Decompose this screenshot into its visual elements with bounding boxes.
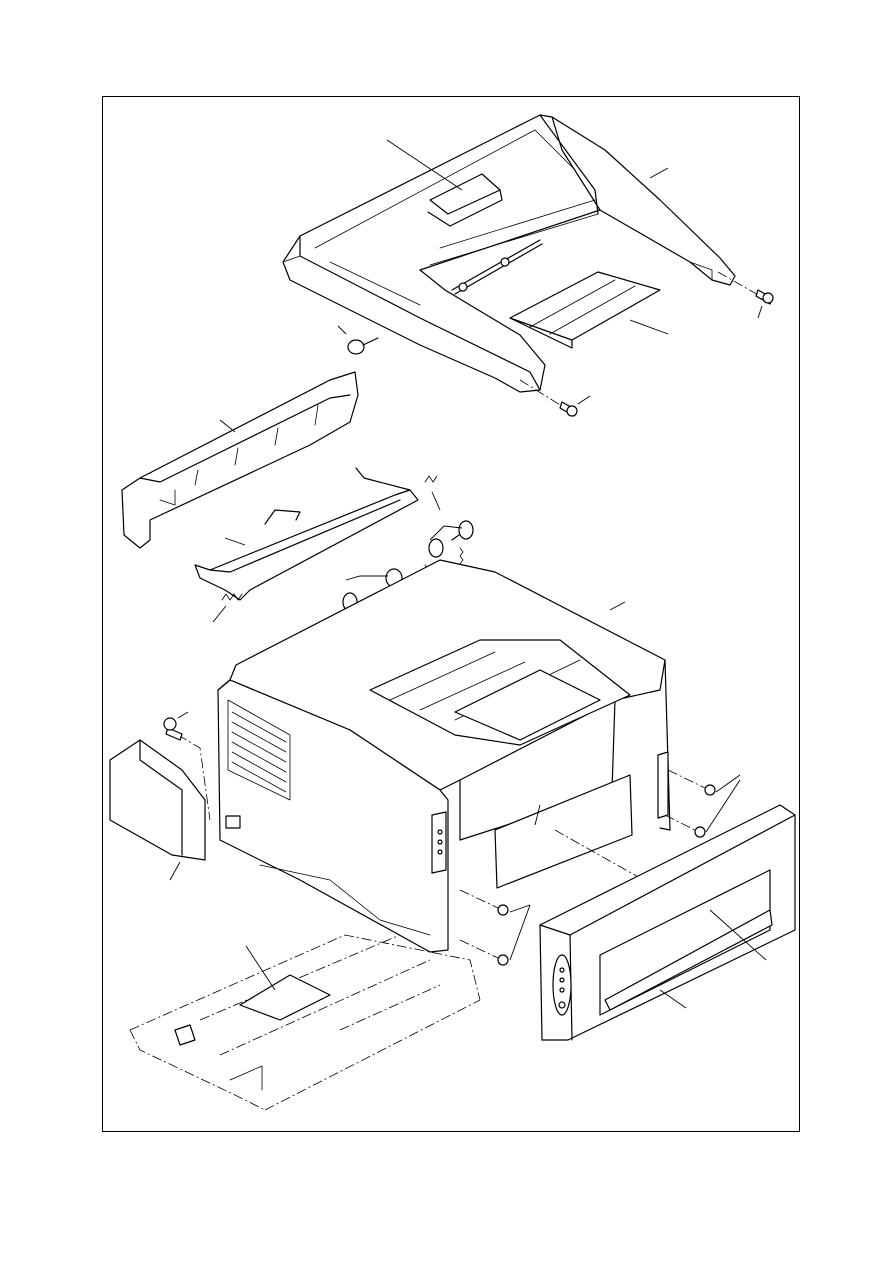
guide-rod: [451, 239, 543, 295]
side-cover-left: [109, 711, 211, 881]
top-cover: [282, 114, 736, 393]
label-sheet: [494, 774, 641, 889]
paper-guide: [194, 467, 419, 601]
roller-group-upper: [424, 520, 474, 582]
screw-top-right: [717, 271, 774, 319]
paper-tray-base: [129, 934, 481, 1111]
screws-bottom: [459, 889, 531, 966]
spring-left: [212, 593, 243, 623]
cover-leader: [649, 167, 669, 179]
screws-right: [664, 769, 741, 838]
printer-main-frame: [217, 559, 671, 953]
output-flap: [509, 271, 669, 349]
vent-grille: [227, 699, 291, 801]
rear-cover: [121, 371, 359, 549]
cover-panel: [386, 139, 503, 227]
front-cover: [539, 804, 796, 1041]
spring-right: [424, 475, 441, 511]
knob: [337, 325, 379, 355]
screw-top-left: [519, 379, 591, 417]
